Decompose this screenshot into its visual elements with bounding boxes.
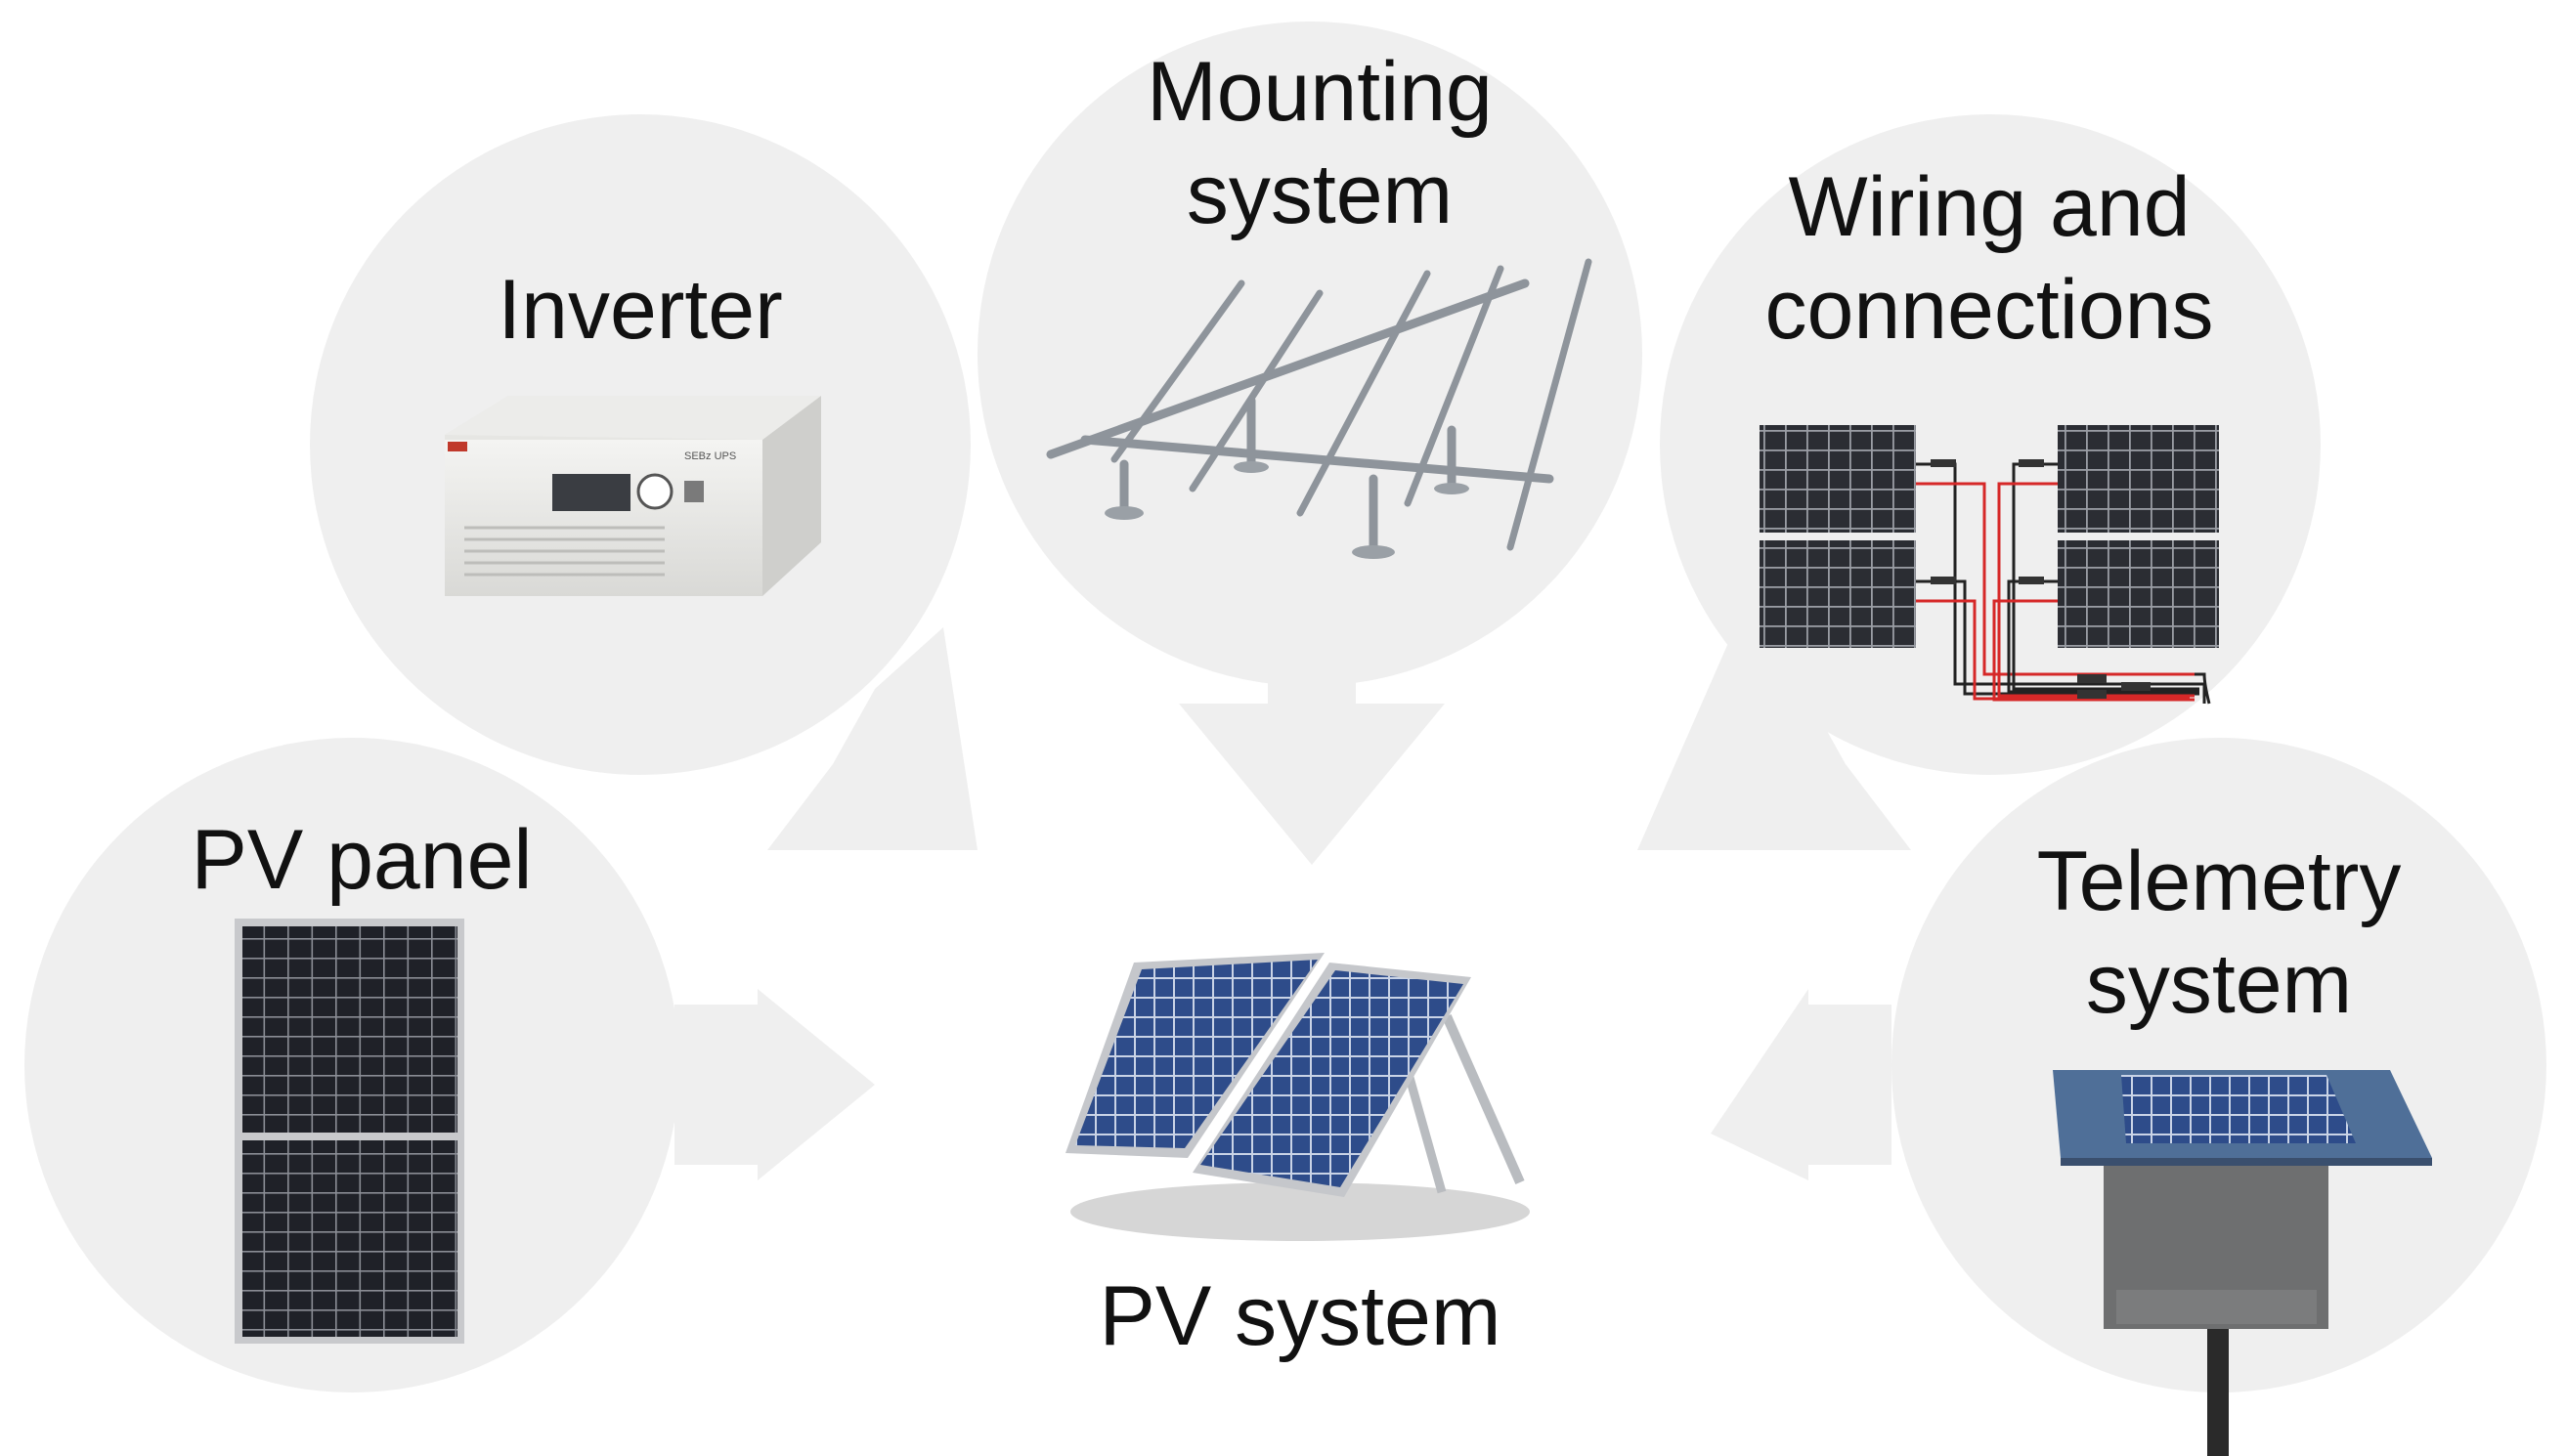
wiring-icon [1760,425,2219,705]
solar-panel-icon [235,919,464,1344]
telemetry-label: Telemetry system [2036,835,2402,1031]
arrow-inverter [767,627,978,850]
mounting-bubble [978,21,1642,686]
mounting-label: Mounting system [1147,45,1493,241]
pv-system-icon [1065,953,1530,1241]
inverter-label: Inverter [498,263,783,357]
arrow-telemetry [1711,989,1891,1180]
wiring-label: Wiring and connections [1764,160,2214,357]
arrow-pv-panel [674,989,875,1180]
inverter-model-text: SEBz UPS [684,450,736,462]
pv-system-label: PV system [1099,1269,1501,1363]
arrow-mounting [1179,650,1445,865]
mounting-rack-icon [1046,258,1592,559]
arrow-wiring [1637,627,1911,850]
inverter-icon: SEBz UPS [445,396,821,596]
telemetry-bubble [1891,738,2546,1392]
pv-panel-label: PV panel [191,813,533,907]
telemetry-station-icon [2053,1070,2432,1456]
